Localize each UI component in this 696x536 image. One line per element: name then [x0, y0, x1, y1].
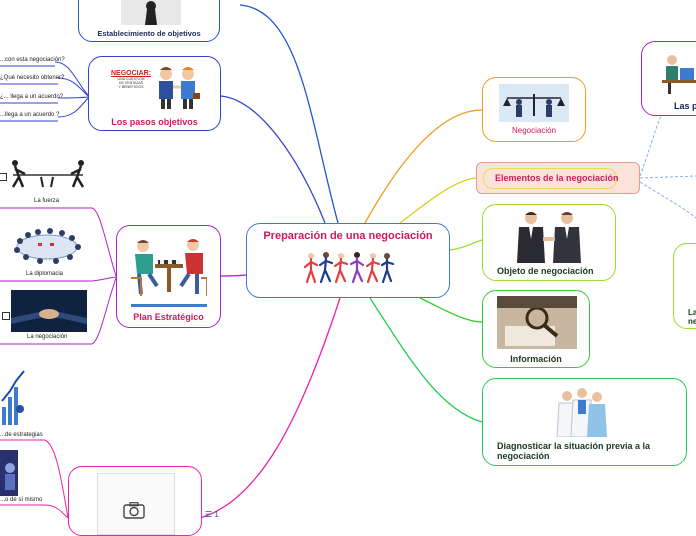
- elementos-label: Elementos de la negociación: [495, 173, 619, 183]
- central-title: Preparación de una negociación: [263, 230, 433, 242]
- elementos-inner: [483, 168, 617, 189]
- strategy-chart-image: [1, 370, 25, 425]
- sign-line-2: DE VENTAJAS: [118, 81, 144, 85]
- bottom-item-estrategias[interactable]: ...de estrategias: [0, 432, 43, 438]
- plan-item-fuerza[interactable]: La fuerza: [34, 198, 60, 204]
- pasos-item-1[interactable]: ...con esta negociación?: [0, 57, 65, 63]
- pasos-item-2[interactable]: ¿Qué necesito obtener?: [0, 75, 65, 81]
- chess-players-image: [131, 239, 207, 296]
- camera-icon[interactable]: [123, 502, 145, 519]
- partes-node[interactable]: Las pa: [641, 41, 696, 116]
- bottom-item-si-mismo[interactable]: ...o de sí mismo: [0, 497, 43, 503]
- bottom-node[interactable]: [68, 466, 202, 536]
- office-worker-image: [662, 55, 696, 94]
- pasos-item-3[interactable]: ¿... llega a un acuerdo?: [0, 94, 64, 100]
- partes-label: Las pa: [674, 101, 696, 111]
- objetivos-node[interactable]: Establecimiento de objetivos: [78, 0, 220, 42]
- scales-image: [499, 84, 569, 122]
- negociacion-node[interactable]: Negociación: [482, 77, 586, 142]
- plan-label: Plan Estratégico: [133, 312, 204, 322]
- pasos-label: Los pasos objetivos: [111, 117, 198, 127]
- objeto-label: Objeto de negociación: [497, 266, 594, 276]
- diagnosticar-node[interactable]: Diagnosticar la situación previa a la ne…: [482, 378, 687, 466]
- handshake-image: [11, 290, 87, 332]
- pasos-node[interactable]: NEGOCIAR: UNA CUESTIÓN DE VENTAJAS Y BEN…: [88, 56, 221, 131]
- far-right-node[interactable]: La ne: [673, 243, 696, 329]
- plan-item-negociacion[interactable]: La negociación: [27, 334, 68, 340]
- self-image: [0, 450, 18, 496]
- diagnosticar-label-2: negociación: [497, 451, 550, 461]
- checkbox-icon[interactable]: [0, 173, 7, 181]
- sign-line-1: UNA CUESTIÓN: [117, 77, 145, 81]
- negociacion-label: Negociación: [511, 126, 557, 135]
- sign-line-3: Y BENEFICIOS: [118, 85, 144, 89]
- sign-title: NEGOCIAR:: [110, 70, 152, 77]
- objetivos-label: Establecimiento de objetivos: [97, 29, 201, 38]
- informacion-node[interactable]: Información: [482, 290, 590, 368]
- chess-king-image: [121, 0, 181, 25]
- negociar-sign: NEGOCIAR: UNA CUESTIÓN DE VENTAJAS Y BEN…: [109, 70, 153, 89]
- image-divider: [131, 304, 207, 307]
- far-right-label-1: La: [688, 308, 696, 317]
- plan-item-diplomacia[interactable]: La diplomacia: [26, 271, 64, 277]
- magnifier-documents-image: [497, 296, 577, 349]
- objeto-node[interactable]: Objeto de negociación: [482, 204, 616, 281]
- central-topic[interactable]: Preparación de una negociación: [246, 223, 450, 298]
- tug-of-war-image: [11, 160, 85, 188]
- diplomacy-meeting-image: [14, 228, 81, 264]
- handshake-men-image: [159, 67, 200, 109]
- pasos-item-4[interactable]: ...llega a un acuerdo ?: [0, 112, 60, 118]
- diagnosticar-label-1: Diagnosticar la situación previa a la: [497, 441, 651, 451]
- informacion-label: Información: [510, 354, 562, 364]
- elementos-node[interactable]: Elementos de la negociación: [476, 162, 640, 194]
- list-count: 1: [214, 510, 219, 519]
- list-icon[interactable]: ☰ 1: [205, 510, 219, 519]
- business-handshake-image: [517, 212, 581, 263]
- runners-image: [303, 252, 395, 284]
- doctors-image: [556, 388, 607, 437]
- far-right-label-2: ne: [688, 317, 696, 326]
- checkbox-icon[interactable]: [2, 312, 10, 320]
- connection-lines: [0, 4, 696, 519]
- plan-node[interactable]: Plan Estratégico: [116, 225, 221, 328]
